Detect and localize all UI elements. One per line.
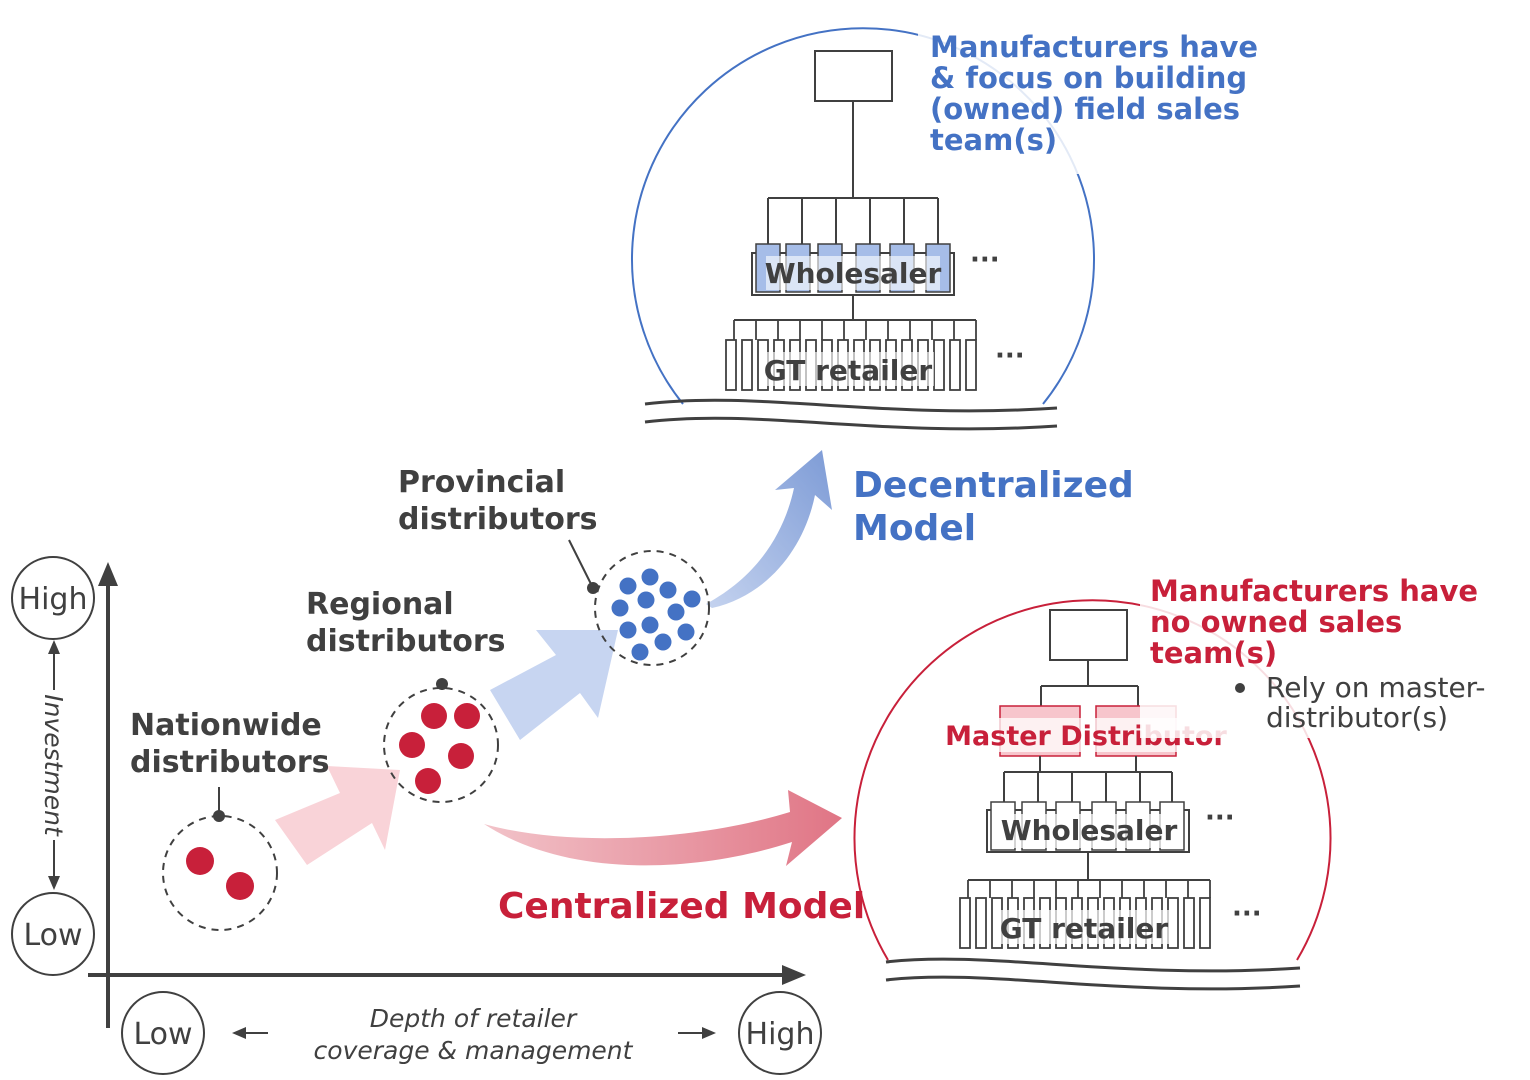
decentralized-ground [644, 398, 1058, 413]
regional-dot [421, 703, 447, 729]
regional-dot [454, 703, 480, 729]
decentralized-title-line2: Model [853, 508, 976, 549]
regional-to-centralized-arrow [484, 790, 842, 866]
provincial-label-line2: distributors [398, 502, 597, 537]
centralized-desc-line3: team(s) [1150, 636, 1277, 670]
y-axis [98, 562, 118, 1028]
x-axis [88, 965, 806, 985]
centralized-bullet [1235, 683, 1245, 693]
nationwide-to-regional-arrow [275, 766, 400, 865]
x-low-label: Low [133, 1017, 192, 1052]
x-high-circle [738, 991, 822, 1075]
x-axis-title-line2: coverage & management [314, 1036, 634, 1065]
regional-dot [415, 768, 441, 794]
y-high-circle [11, 556, 95, 640]
centralized-globe: Master Distributor Wholesaler ··· [853, 599, 1332, 991]
centralized-bullet-line2: distributor(s) [1266, 701, 1448, 734]
decentralized-manufacturer-box [814, 50, 893, 102]
centralized-desc-line1: Manufacturers have [1150, 574, 1478, 608]
y-low-circle [11, 892, 95, 976]
y-high-label: High [19, 582, 88, 617]
y-axis-title: Investment [39, 694, 68, 837]
decentralized-title-line1: Decentralized [853, 465, 1134, 506]
centralized-wholesaler-ellipsis: ··· [1205, 803, 1235, 833]
regional-label-line1: Regional [306, 587, 454, 622]
regional-to-provincial-arrow [490, 630, 618, 740]
centralized-retailer-label: GT retailer [1000, 912, 1169, 945]
decentralized-desc-line2: & focus on building [930, 61, 1247, 95]
provincial-cluster [594, 550, 710, 666]
centralized-wholesaler-label: Wholesaler [1001, 814, 1178, 847]
decentralized-globe: Wholesaler ··· GT retailer ··· [631, 27, 1095, 431]
provincial-to-decentralized-arrow [706, 450, 832, 608]
centralized-bullet-line1: Rely on master- [1266, 671, 1486, 704]
regional-dot [448, 743, 474, 769]
centralized-retailer-ellipsis: ··· [1232, 899, 1262, 929]
regional-label-line2: distributors [306, 624, 505, 659]
decentralized-desc-line1: Manufacturers have [930, 30, 1258, 64]
provincial-label-line1: Provincial [398, 465, 565, 500]
decentralized-wholesaler-label: Wholesaler [765, 257, 942, 290]
x-high-label: High [746, 1017, 815, 1052]
y-low-label: Low [23, 918, 82, 953]
centralized-ground [885, 957, 1301, 973]
x-low-circle [121, 991, 205, 1075]
provincial-dots [611, 568, 701, 661]
investment-arrow [38, 640, 70, 890]
centralized-title: Centralized Model [498, 886, 865, 927]
decentralized-retailer-ellipsis: ··· [995, 341, 1025, 371]
decentralized-retailer-label: GT retailer [764, 354, 933, 387]
decentralized-wholesaler-ellipsis: ··· [970, 245, 1000, 275]
nationwide-label-line2: distributors [130, 745, 329, 780]
nationwide-label-line1: Nationwide [130, 708, 322, 743]
nationwide-dot [186, 847, 214, 875]
depth-arrow [232, 1027, 716, 1039]
nationwide-cluster [162, 815, 278, 931]
decentralized-desc-line4: team(s) [930, 123, 1057, 157]
nationwide-dot [226, 872, 254, 900]
x-axis-title-line1: Depth of retailer [370, 1004, 578, 1033]
regional-cluster [383, 687, 499, 803]
decentralized-desc-line3: (owned) field sales [930, 92, 1240, 126]
regional-dot [399, 732, 425, 758]
centralized-manufacturer-box [1049, 609, 1128, 661]
centralized-desc-line2: no owned sales [1150, 605, 1402, 639]
